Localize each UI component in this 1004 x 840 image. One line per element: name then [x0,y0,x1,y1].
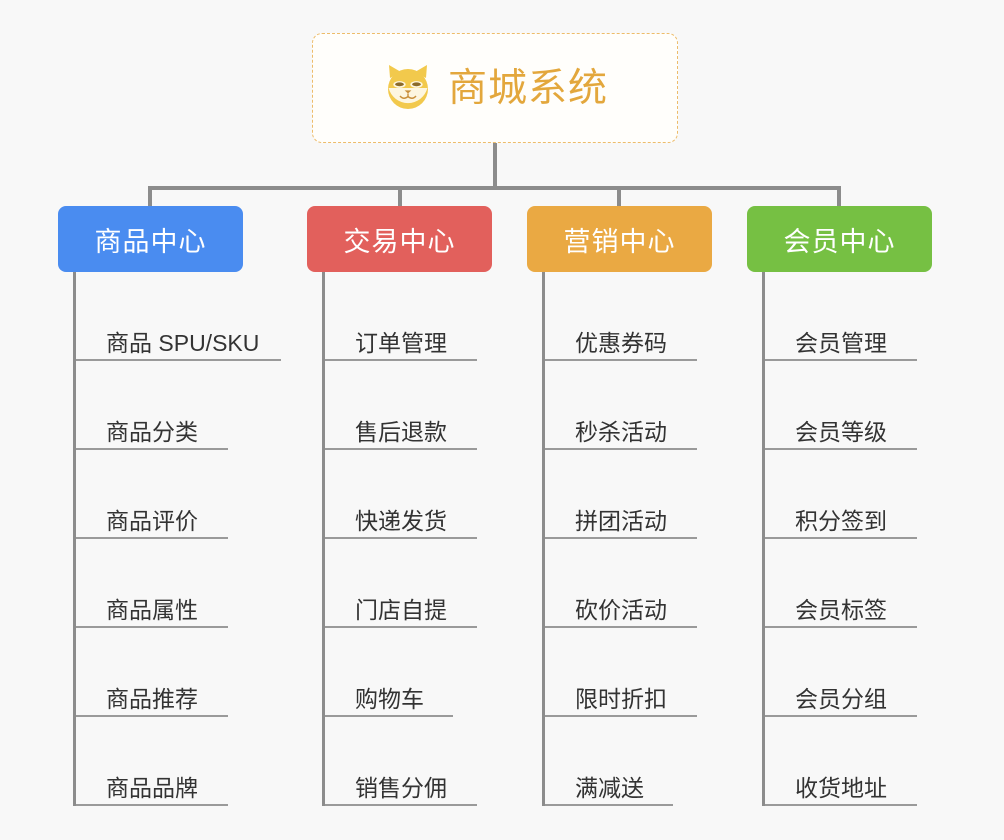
leaf-label: 订单管理 [355,329,447,356]
leaf-item[interactable]: 商品分类 [76,361,293,450]
connector-drop-1 [148,186,152,208]
connector-root-stem [493,143,497,188]
leaf-label: 销售分佣 [355,774,447,801]
category-header-label: 会员中心 [783,226,896,257]
leaf-item[interactable]: 快递发货 [325,450,542,539]
leaf-item[interactable]: 商品属性 [76,539,293,628]
leaf-label: 会员管理 [795,329,887,356]
leaf-label: 快递发货 [355,507,447,534]
leaf-label: 秒杀活动 [575,418,667,445]
leaf-item[interactable]: 优惠券码 [545,272,762,361]
leaf-item[interactable]: 商品 SPU/SKU [76,272,293,361]
leaf-item[interactable]: 会员分组 [765,628,982,717]
leaf-list-marketing: 优惠券码 秒杀活动 拼团活动 砍价活动 限时折扣 满减送 [542,272,762,806]
leaf-item[interactable]: 限时折扣 [545,628,762,717]
leaf-item[interactable]: 商品品牌 [76,717,293,806]
leaf-label: 商品分类 [106,418,198,445]
leaf-item[interactable]: 订单管理 [325,272,542,361]
leaf-item[interactable]: 砍价活动 [545,539,762,628]
category-header-member[interactable]: 会员中心 [747,206,932,272]
leaf-label: 满减送 [575,774,644,801]
leaf-label: 限时折扣 [575,685,667,712]
leaf-label: 优惠券码 [575,329,667,356]
leaf-label: 会员等级 [795,418,887,445]
leaf-list-member: 会员管理 会员等级 积分签到 会员标签 会员分组 收货地址 [762,272,982,806]
shiba-dog-face-icon [382,62,434,114]
leaf-item[interactable]: 积分签到 [765,450,982,539]
leaf-label: 售后退款 [355,418,447,445]
leaf-item[interactable]: 收货地址 [765,717,982,806]
connector-drop-4 [837,186,841,208]
leaf-label: 积分签到 [795,507,887,534]
connector-drop-3 [617,186,621,208]
leaf-label: 商品属性 [106,596,198,623]
leaf-label: 拼团活动 [575,507,667,534]
leaf-list-trade: 订单管理 售后退款 快递发货 门店自提 购物车 销售分佣 [322,272,542,806]
category-header-marketing[interactable]: 营销中心 [527,206,712,272]
leaf-item[interactable]: 购物车 [325,628,542,717]
connector-bus-bar [148,186,841,190]
leaf-label: 商品推荐 [106,685,198,712]
leaf-item[interactable]: 销售分佣 [325,717,542,806]
root-node-mall-system[interactable]: 商城系统 [312,33,678,143]
category-header-label: 交易中心 [343,226,456,257]
category-header-product[interactable]: 商品中心 [58,206,243,272]
leaf-label: 商品评价 [106,507,198,534]
leaf-label: 门店自提 [355,596,447,623]
leaf-item[interactable]: 售后退款 [325,361,542,450]
leaf-item[interactable]: 商品推荐 [76,628,293,717]
leaf-label: 收货地址 [795,774,887,801]
leaf-item[interactable]: 会员标签 [765,539,982,628]
connector-drop-2 [398,186,402,208]
root-title: 商城系统 [447,66,608,110]
leaf-item[interactable]: 满减送 [545,717,762,806]
leaf-item[interactable]: 商品评价 [76,450,293,539]
leaf-label: 商品品牌 [106,774,198,801]
leaf-label: 砍价活动 [575,596,667,623]
category-header-label: 营销中心 [563,226,676,257]
leaf-label: 会员分组 [795,685,887,712]
leaf-item[interactable]: 会员等级 [765,361,982,450]
leaf-label: 会员标签 [795,596,887,623]
leaf-item[interactable]: 秒杀活动 [545,361,762,450]
category-header-trade[interactable]: 交易中心 [307,206,492,272]
category-header-label: 商品中心 [94,226,207,257]
leaf-list-product: 商品 SPU/SKU 商品分类 商品评价 商品属性 商品推荐 商品品牌 [73,272,293,806]
leaf-item[interactable]: 拼团活动 [545,450,762,539]
leaf-label: 商品 SPU/SKU [106,329,260,356]
leaf-item[interactable]: 会员管理 [765,272,982,361]
leaf-label: 购物车 [355,685,424,712]
leaf-item[interactable]: 门店自提 [325,539,542,628]
